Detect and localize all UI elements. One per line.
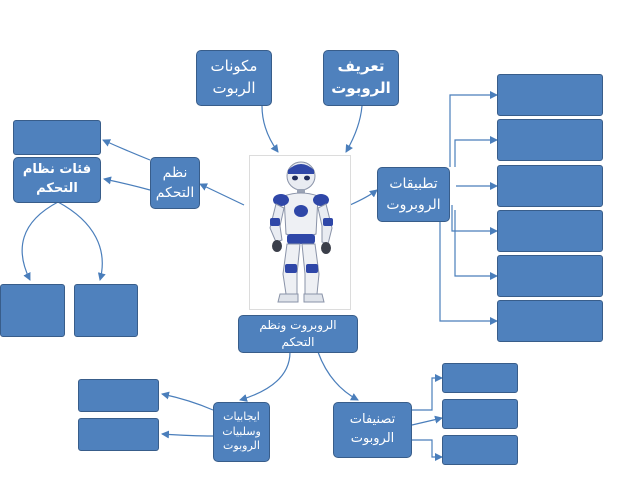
empty-box-proscons-1 xyxy=(78,379,159,412)
node-robot-applications: تطبيقات الروبروت xyxy=(377,167,450,222)
node-central-topic: الروبروت ونظم التحكم xyxy=(238,315,358,353)
connector-class-3 xyxy=(412,439,443,461)
connector-center-classifications xyxy=(317,351,359,401)
connector-app-6 xyxy=(439,212,498,325)
empty-box-application-6 xyxy=(497,300,603,342)
node-label: نظم xyxy=(162,164,188,181)
empty-box-classification-3 xyxy=(442,435,518,465)
node-robot-definition: تعريف الروبوت xyxy=(323,50,399,106)
node-label: التحكم xyxy=(155,185,195,201)
empty-box-application-1 xyxy=(497,74,603,116)
connector-robot-control xyxy=(199,183,245,206)
node-control-categories: فئات نظام التحكم xyxy=(13,157,101,203)
connector-definition-robot xyxy=(345,105,363,153)
connector-control-box1 xyxy=(102,139,151,161)
connector-app-1 xyxy=(449,91,498,167)
connector-robot-applications xyxy=(349,189,378,206)
empty-box-application-2 xyxy=(497,119,603,161)
connector-proscons-2 xyxy=(161,430,214,439)
node-label: التحكم xyxy=(36,181,78,196)
node-robot-classifications: تصنيفات الروبوت xyxy=(333,402,412,458)
empty-box-category-left xyxy=(0,284,65,337)
connector-app-5 xyxy=(454,210,498,280)
connector-proscons-1 xyxy=(161,391,214,411)
connector-control-categories xyxy=(103,176,151,191)
connector-center-proscons xyxy=(239,351,291,402)
empty-box-category-right xyxy=(74,284,138,337)
humanoid-robot-icon xyxy=(269,161,333,303)
connector-categories-left xyxy=(21,201,59,281)
connector-class-1 xyxy=(412,374,443,411)
node-label: الروبوت xyxy=(350,431,395,446)
node-label: التحكم xyxy=(281,335,315,349)
empty-box-application-4 xyxy=(497,210,603,252)
connector-app-4 xyxy=(451,205,498,235)
node-label: الربوت xyxy=(212,79,256,97)
connector-app-2 xyxy=(454,136,498,167)
empty-box-proscons-2 xyxy=(78,418,159,451)
empty-box-classification-2 xyxy=(442,399,518,429)
robot-image xyxy=(249,155,351,310)
node-label: تصنيفات xyxy=(349,412,396,428)
node-label: مكونات xyxy=(210,57,258,76)
node-robot-components: مكونات الربوت xyxy=(196,50,272,106)
node-label: ايجابيات xyxy=(223,409,260,423)
node-label: الروبروت ونظم xyxy=(259,317,337,332)
empty-box-application-5 xyxy=(497,255,603,297)
node-label: وسلبيات xyxy=(222,424,261,438)
connector-class-2 xyxy=(411,415,443,426)
empty-box-classification-1 xyxy=(442,363,518,393)
connector-categories-right xyxy=(57,201,106,281)
node-label: الروبوت xyxy=(331,79,391,97)
node-label: الروبوت xyxy=(223,439,260,453)
node-label: تطبيقات xyxy=(389,176,438,193)
connector-components-robot xyxy=(261,105,279,153)
node-label: تعريف xyxy=(337,57,385,76)
node-label: فئات نظام xyxy=(22,162,92,178)
empty-box-application-3 xyxy=(497,165,603,207)
node-label: الروبروت xyxy=(386,196,441,213)
empty-box-category-top xyxy=(13,120,101,155)
node-control-systems: نظم التحكم xyxy=(150,157,200,209)
